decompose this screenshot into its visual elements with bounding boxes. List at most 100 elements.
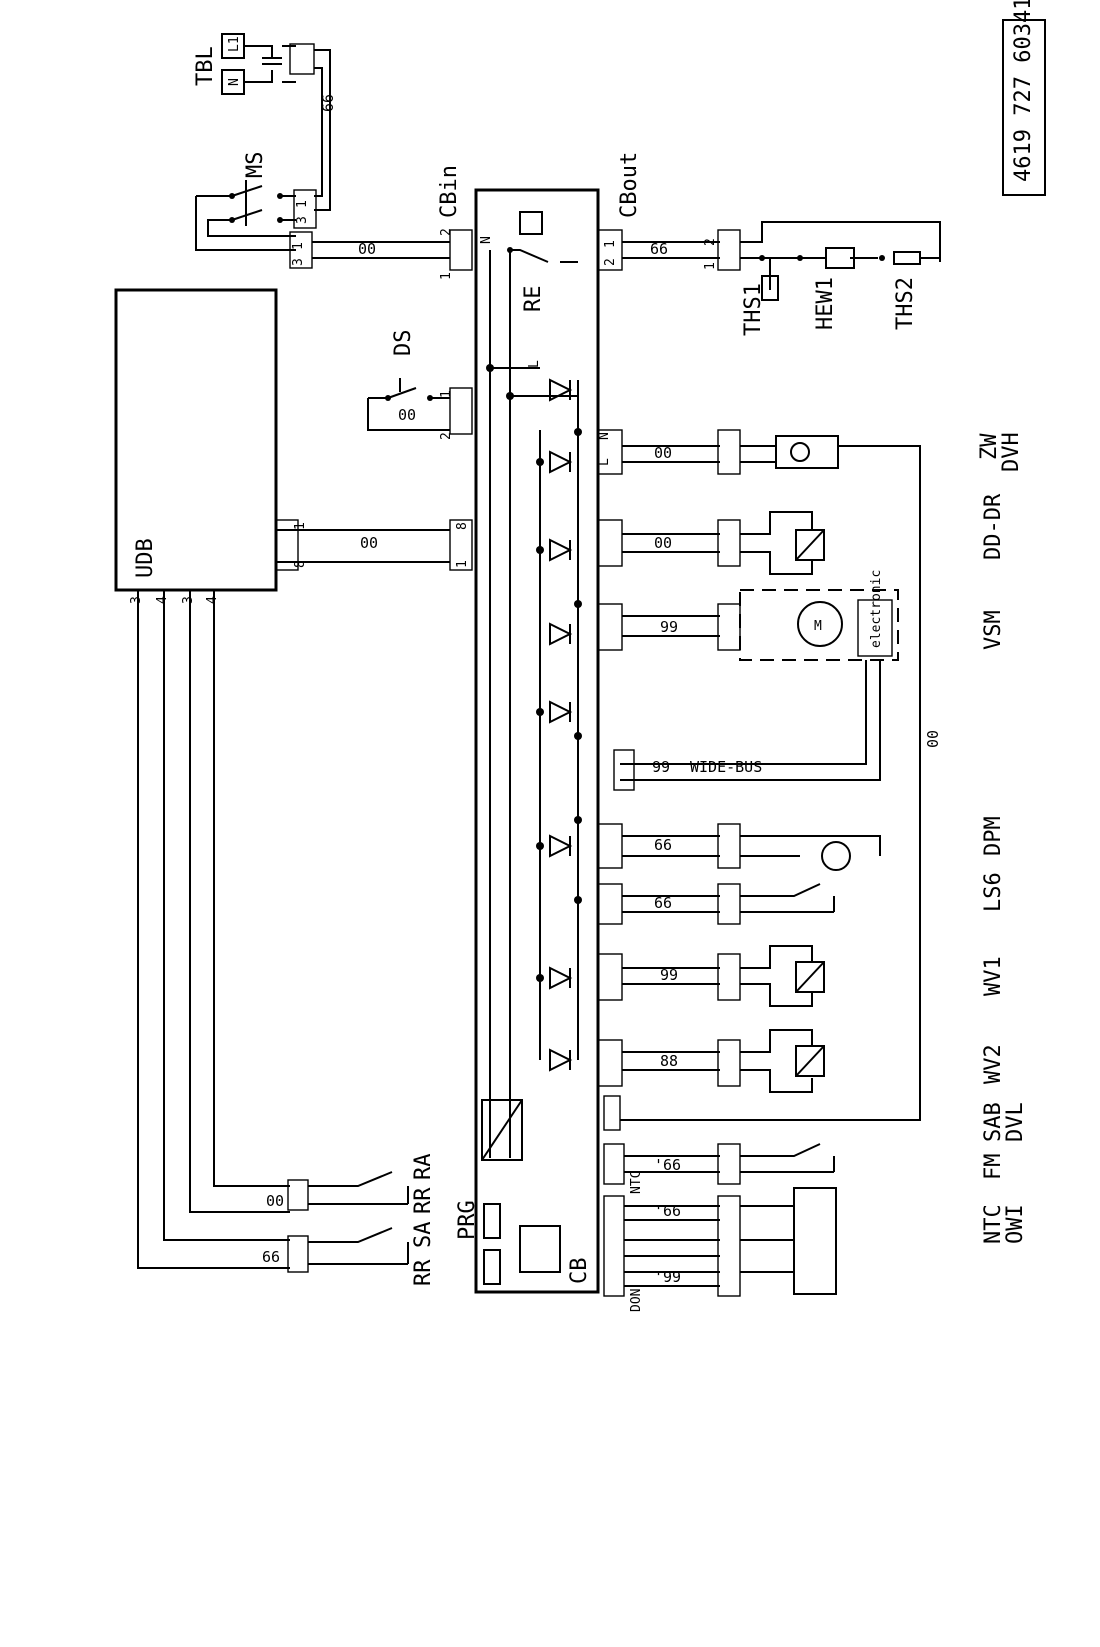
cb-control-board: CB PRG N L RE	[455, 188, 600, 1294]
dd-dr-row: 00 DD-DR	[597, 493, 1006, 575]
sa-label: SA	[411, 1222, 436, 1249]
widebus-label: WIDE-BUS	[690, 758, 762, 776]
owi-label: OWI	[1003, 1204, 1028, 1244]
udb-pin-1: 1	[293, 522, 308, 530]
ds-pin-1: 1	[439, 390, 454, 398]
document-number: 4619 727 60341	[1011, 0, 1036, 182]
cbin-left-pin-1: 1	[291, 242, 306, 250]
rr-label-1: RR	[411, 1187, 436, 1214]
electronic-label: electronic	[869, 570, 884, 648]
dpm-wire-code: 66	[654, 836, 672, 854]
zw-cb-pin-l: L	[597, 458, 612, 466]
owi-wire-code: '99	[654, 1268, 681, 1286]
dvh-label: DVH	[999, 432, 1024, 472]
ntc-label: NTC	[981, 1204, 1006, 1244]
ms-label: MS	[243, 152, 268, 179]
ths2-label: THS2	[893, 277, 918, 330]
tbl-wire-code: 66	[319, 94, 337, 112]
fm-wire-code: '66	[654, 1156, 681, 1174]
zw-cb-pin-n: N	[597, 432, 612, 440]
ra-wire-code: 00	[266, 1192, 284, 1210]
fm-row: '66 FM	[603, 1143, 1006, 1185]
don-label: DON	[629, 1289, 644, 1312]
wv2-label: WV2	[981, 1044, 1006, 1084]
udb-label: UDB	[133, 538, 158, 578]
heater-pin-1: 1	[703, 262, 718, 270]
ls6-row: 66 LS6	[597, 872, 1006, 925]
ms-pin-3: 3	[295, 216, 310, 224]
rr-label-2: RR	[411, 1259, 436, 1286]
ds-wire-code: 00	[398, 406, 416, 424]
sab-label: SAB	[981, 1102, 1006, 1142]
heater-pin-2: 2	[703, 238, 718, 246]
tbl-n-label: N	[227, 78, 242, 86]
ds-label: DS	[391, 330, 416, 357]
cbin-wire-code: 00	[358, 240, 376, 258]
tbl-l1-label: L1	[227, 36, 242, 52]
ms-main-switch: MS 1 3	[195, 152, 317, 251]
sa-wire-code: 66	[262, 1248, 280, 1266]
ms-pin-1: 1	[295, 200, 310, 208]
udb-pin-8: 8	[293, 560, 308, 568]
cbin-pin-1: 1	[439, 272, 454, 280]
ntc-small-label: NTC	[629, 1171, 644, 1194]
dpm-row: 66 DPM	[597, 816, 1006, 871]
udb-unit: UDB 1 8 00 8 1 3 4 3 4	[114, 288, 473, 1269]
zw-dvh-row: N L 00 ZW DVH 00	[597, 429, 1024, 1121]
udb-out-pin-3a: 3	[129, 596, 144, 604]
cb-label: CB	[567, 1258, 592, 1285]
cbout-wire-code: 66	[650, 240, 668, 258]
cbout-label: CBout	[617, 152, 642, 218]
cbin-left-pin-3: 3	[291, 258, 306, 266]
ra-label: RA	[411, 1154, 436, 1181]
wv1-label: WV1	[981, 956, 1006, 996]
cb-udb-pin-8: 8	[455, 522, 470, 530]
sab-dvl-row: SAB DVL	[603, 1095, 1028, 1142]
ds-door-switch: DS 00 1 2	[367, 330, 473, 440]
udb-out-pin-4b: 4	[205, 596, 220, 604]
return-wire-code: 00	[924, 730, 942, 748]
dpm-label: DPM	[981, 816, 1006, 856]
cbout-pin-1: 1	[603, 240, 618, 248]
triac-array	[549, 378, 573, 1072]
ths1-label: THS1	[741, 283, 766, 336]
zw-wire-code: 00	[654, 444, 672, 462]
vsm-motor-m: M	[814, 619, 822, 634]
cbout-heater-chain: CBout 1 2 66 2 1 THS1 HEW1 THS2	[597, 152, 941, 336]
udb-out-pin-3b: 3	[181, 596, 196, 604]
widebus-wire-code: 99	[652, 758, 670, 776]
dddr-wire-code: 00	[654, 534, 672, 552]
wv1-row: 99 WV1	[597, 945, 1006, 1007]
ds-pin-2: 2	[439, 432, 454, 440]
vsm-row: 99 M electronic VSM	[597, 570, 1006, 781]
re-label: RE	[521, 286, 546, 313]
vsm-label: VSM	[981, 610, 1006, 650]
cb-n-label: N	[479, 236, 494, 244]
zw-label: ZW	[977, 433, 1002, 460]
cbin-connector: 1 3 00 2 1 CBin	[289, 165, 473, 280]
dvl-label: DVL	[1003, 1102, 1028, 1142]
document-number-box: 4619 727 60341	[1002, 0, 1046, 196]
ntc-wire-code: '66	[654, 1202, 681, 1220]
tbl-label: TBL	[193, 46, 218, 86]
fm-label: FM	[981, 1154, 1006, 1181]
prg-label: PRG	[455, 1200, 480, 1240]
hew1-label: HEW1	[813, 277, 838, 330]
wv2-wire-code: 88	[660, 1052, 678, 1070]
cbin-pin-2: 2	[439, 228, 454, 236]
udb-wire-code: 00	[360, 534, 378, 552]
cb-l-label: L	[527, 360, 542, 368]
cbin-label: CBin	[437, 165, 462, 218]
cbout-pin-2: 2	[603, 258, 618, 266]
rr-switches: 00 66 RA RR SA RR	[262, 1154, 436, 1287]
wv2-row: 88 WV2	[597, 1029, 1006, 1093]
ls6-wire-code: 66	[654, 894, 672, 912]
tbl-terminal-block: L1 N TBL 66	[193, 33, 337, 211]
ntc-owi-row: '66 '99 NTC DON NTC OWI	[603, 1171, 1028, 1312]
cb-udb-pin-1: 1	[455, 560, 470, 568]
udb-out-pin-4a: 4	[155, 596, 170, 604]
wide-bus-row: WIDE-BUS 99	[613, 749, 762, 791]
dddr-label: DD-DR	[981, 493, 1006, 560]
ls6-label: LS6	[981, 872, 1006, 912]
